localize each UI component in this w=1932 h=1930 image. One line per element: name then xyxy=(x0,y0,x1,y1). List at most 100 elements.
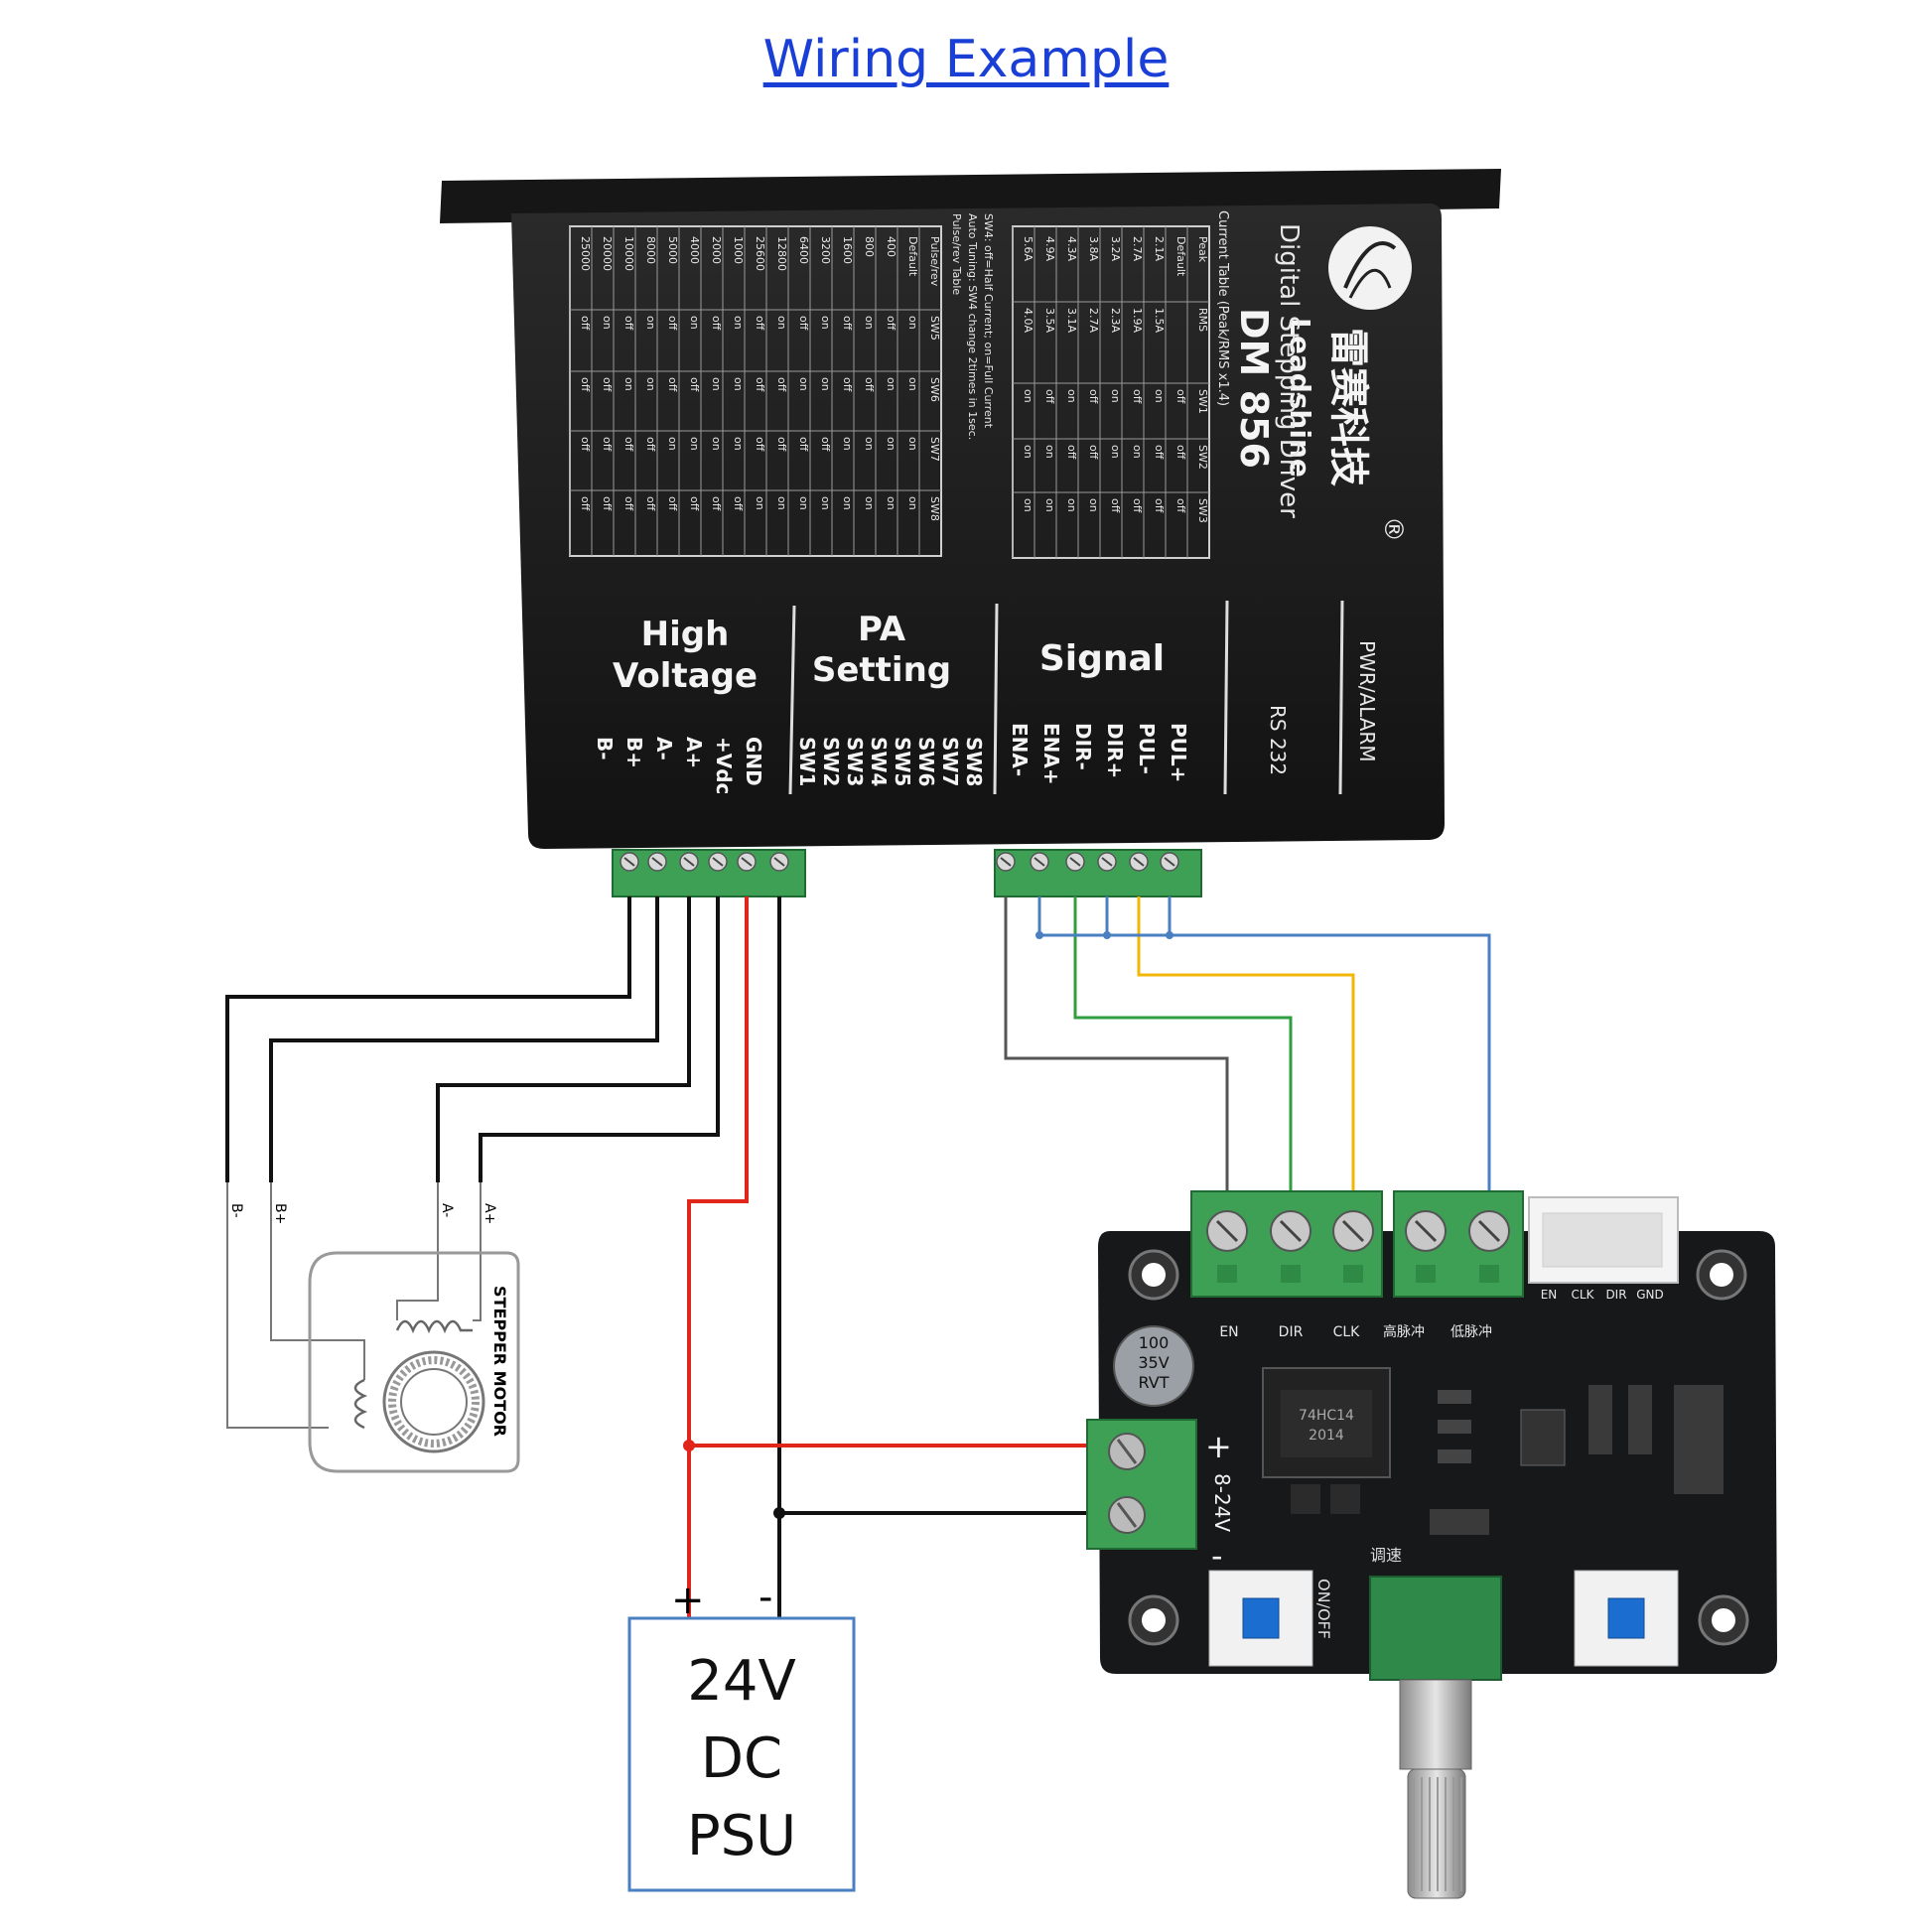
controller-power-terminal xyxy=(1086,1419,1197,1550)
table-cell: off xyxy=(797,316,810,331)
table-cell: off xyxy=(579,496,592,511)
junction-dot xyxy=(1035,931,1043,939)
pin-label: +Vdc xyxy=(712,737,736,794)
pin-label: SW8 xyxy=(962,737,986,786)
pin-label: SW1 xyxy=(795,737,819,786)
table-cell: 2.7A xyxy=(1087,308,1100,333)
terminal-screws xyxy=(620,852,1179,872)
table-header-cell: SW1 xyxy=(1196,389,1209,414)
table-cell: off xyxy=(797,437,810,452)
pulse-table: Pulse/revSW5SW6SW7SW8Defaultonononon400o… xyxy=(569,225,942,557)
pin-label: SW5 xyxy=(891,737,914,786)
table-header-cell: SW6 xyxy=(928,377,941,402)
table-cell: off xyxy=(579,377,592,392)
wires xyxy=(225,896,1491,1618)
table-cell: 5000 xyxy=(666,236,679,264)
table-cell: off xyxy=(601,377,614,392)
table-cell: off xyxy=(775,437,788,452)
table-header-cell: SW8 xyxy=(928,496,941,521)
brand-cn: 雷赛科技 xyxy=(1325,328,1371,486)
terminal-socket xyxy=(1281,1265,1301,1283)
table-cell: off xyxy=(1087,445,1100,460)
table-cell: off xyxy=(666,377,679,392)
motor-rotor-teeth xyxy=(388,1356,480,1448)
table-cell: off xyxy=(754,316,766,331)
motor-pin-label: A+ xyxy=(482,1203,497,1224)
table-cell: off xyxy=(1174,445,1187,460)
table-cell: off xyxy=(1131,389,1144,404)
table-cell: on xyxy=(1022,389,1035,403)
wire-b-minus xyxy=(225,896,631,1182)
table-cell: off xyxy=(775,377,788,392)
table-cell: 1.5A xyxy=(1153,308,1166,333)
table-cell: on xyxy=(1153,389,1166,403)
psu-name: PSU xyxy=(687,1804,796,1868)
pin-label: SW7 xyxy=(938,737,962,786)
table-cell: on xyxy=(841,437,854,451)
table-cell: on xyxy=(1065,389,1078,403)
pin-label: SW4 xyxy=(867,737,891,786)
white-header-label: DIR xyxy=(1605,1288,1626,1302)
pin-label: SW3 xyxy=(843,737,867,786)
smd-component xyxy=(1438,1420,1471,1434)
table-cell: off xyxy=(863,377,876,392)
pin-label: B+ xyxy=(622,737,646,768)
junction-dot xyxy=(773,1507,785,1519)
table-cell: off xyxy=(579,316,592,331)
terminal-socket xyxy=(1343,1265,1363,1283)
table-cell: on xyxy=(906,316,919,330)
motor-lead-a-minus xyxy=(396,1182,439,1320)
table-header-cell: SW3 xyxy=(1196,498,1209,523)
diagram-title: Wiring Example xyxy=(762,30,1170,89)
table-cell: 2.3A xyxy=(1109,308,1122,333)
table-cell: on xyxy=(644,377,657,391)
pin-label: GND xyxy=(742,737,765,786)
table-cell: on xyxy=(754,496,766,510)
table-header-cell: RMS xyxy=(1196,308,1209,332)
motor-lead-a-plus xyxy=(473,1182,482,1321)
section-high: High xyxy=(641,615,730,654)
table-cell: 25000 xyxy=(579,236,592,271)
smd-component xyxy=(1330,1484,1360,1514)
section-setting: Setting xyxy=(812,650,951,690)
table-cell: on xyxy=(710,437,723,451)
table-cell: 3.8A xyxy=(1087,236,1100,261)
smd-component xyxy=(1674,1385,1724,1494)
table-cell: on xyxy=(775,316,788,330)
table-cell: on xyxy=(688,316,701,330)
table-cell: on xyxy=(1109,445,1122,459)
pin-label: SW2 xyxy=(819,737,843,786)
table-cell: off xyxy=(1065,445,1078,460)
table-cell: on xyxy=(1022,445,1035,459)
white-header-label: CLK xyxy=(1572,1288,1595,1302)
smd-component xyxy=(1628,1385,1652,1454)
table-cell: off xyxy=(622,316,635,331)
power-supply: + - 24V DC PSU xyxy=(627,1575,856,1892)
header-label: 低脉冲 xyxy=(1450,1324,1492,1340)
table-cell: on xyxy=(732,377,745,391)
table-cell: off xyxy=(819,437,832,452)
table-cell: off xyxy=(688,496,701,511)
table-cell: 2.7A xyxy=(1131,236,1144,261)
table-cell: 400 xyxy=(885,236,897,257)
header-label: EN xyxy=(1219,1324,1238,1340)
divider xyxy=(1223,600,1229,795)
table-header-cell: SW2 xyxy=(1196,445,1209,470)
table-cell: 25600 xyxy=(754,236,766,271)
cap-text: RVT xyxy=(1139,1373,1170,1392)
table-cell: 2.1A xyxy=(1153,236,1166,261)
motor-pin-label: A- xyxy=(439,1203,455,1217)
table-cell: off xyxy=(601,437,614,452)
header-label: DIR xyxy=(1279,1324,1304,1340)
table-cell: off xyxy=(1153,498,1166,513)
brand-name: Leadshine xyxy=(1284,318,1316,478)
chip-text: 2014 xyxy=(1309,1428,1344,1444)
table-cell: off xyxy=(1174,389,1187,404)
psu-type: DC xyxy=(701,1726,782,1791)
table-cell: off xyxy=(622,496,635,511)
table-cell: off xyxy=(666,496,679,511)
pin-label: ENA+ xyxy=(1039,723,1063,785)
table-cell: 20000 xyxy=(601,236,614,271)
pin-label: A+ xyxy=(682,737,706,768)
